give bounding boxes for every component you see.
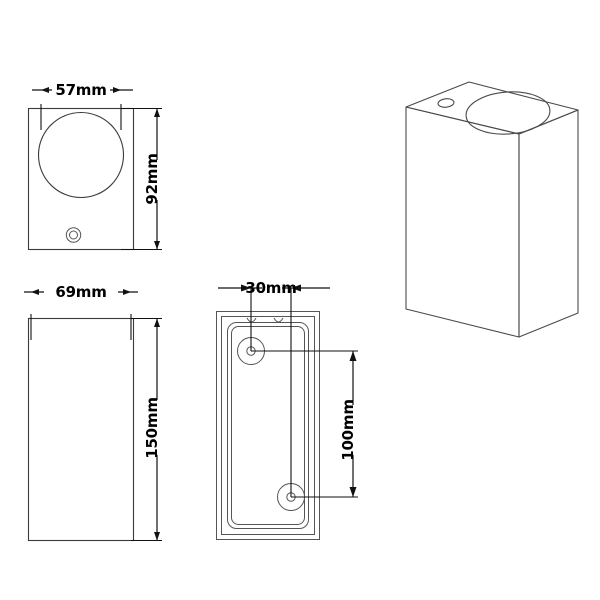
mounting-plate-view: 30mm 100mm <box>216 279 358 540</box>
dim-92-label: 92mm <box>143 153 161 204</box>
dim-30-arrow-left <box>241 284 251 292</box>
plate-inner-panel-outer <box>227 322 309 529</box>
dim-92-arrow-top <box>154 108 160 117</box>
dim-92-arrow-bottom <box>154 241 160 250</box>
top-view: 57mm 92mm <box>27 81 162 251</box>
dimension-150mm: 150mm <box>131 317 162 542</box>
plate-outer-border <box>216 311 320 540</box>
dimension-100mm: 100mm <box>251 350 358 498</box>
dim-30-label: 30mm <box>245 279 296 297</box>
iso-top-face <box>405 81 579 135</box>
top-view-grubscrew-outer-circle <box>65 227 82 243</box>
dim-69-arrow-left <box>31 289 39 295</box>
top-view-body-outline <box>27 107 135 251</box>
plate-inner-panel-inner <box>231 326 305 525</box>
dim-150-arrow-bottom <box>154 532 160 541</box>
dim-150-arrow-top <box>154 318 160 327</box>
top-view-grubscrew-inner-circle <box>69 230 78 240</box>
dim-57-arrow-left <box>41 87 49 93</box>
dim-69-label: 69mm <box>55 283 106 301</box>
isometric-view <box>405 81 579 338</box>
iso-top-vent-hole <box>437 98 455 108</box>
dim-100-arrow-bottom <box>349 487 357 497</box>
dim-57-arrow-right <box>113 87 121 93</box>
side-view-body-outline <box>27 317 135 542</box>
iso-top-aperture-ellipse <box>465 91 551 135</box>
dim-69-arrow-right <box>123 289 131 295</box>
dim-57-label: 57mm <box>55 81 106 99</box>
dim-100-label: 100mm <box>339 399 357 461</box>
top-view-aperture-circle <box>37 111 125 199</box>
plate-mid-border <box>221 316 315 535</box>
dim-100-arrow-top <box>349 351 357 361</box>
dim-150-label: 150mm <box>143 397 161 459</box>
dim-30-arrow-right <box>291 284 301 292</box>
dimension-92mm: 92mm <box>121 107 162 251</box>
dimension-30mm: 30mm <box>218 279 330 497</box>
plate-notch-right <box>273 317 284 323</box>
dimension-57mm: 57mm <box>32 81 133 130</box>
side-view: 69mm 150mm <box>24 283 162 542</box>
